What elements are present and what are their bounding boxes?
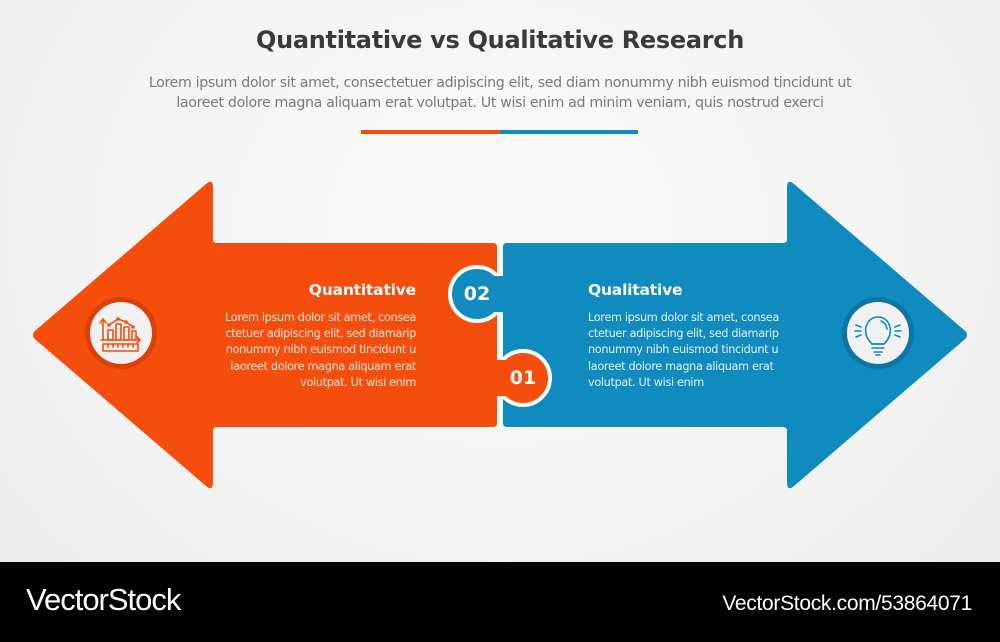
description-line: volutpat. Ut wisi enim [588, 375, 704, 389]
description-line: ctetuer adipiscing elit, sed diamarip [588, 327, 779, 341]
description-line: laoreet dolore magna aliquam erat [588, 359, 774, 373]
badge-02-joint [486, 276, 506, 312]
subtitle-line-2: laoreet dolore magna aliquam erat volutp… [176, 95, 824, 111]
qualitative-description: Lorem ipsum dolor sit amet, consea ctetu… [588, 310, 826, 391]
description-line: Lorem ipsum dolor sit amet, consea [588, 311, 779, 324]
step-number-02: 02 [463, 283, 491, 305]
chart-ruler-icon [85, 297, 157, 369]
badge-01-joint [494, 360, 514, 396]
quantitative-description: Lorem ipsum dolor sit amet, consea ctetu… [178, 310, 416, 391]
vectorstock-logo: VectorStock [26, 582, 181, 617]
step-number-01: 01 [509, 367, 537, 389]
description-line: laoreet dolore magna aliquam erat [230, 359, 416, 373]
subtitle-line-1: Lorem ipsum dolor sit amet, consectetuer… [148, 75, 852, 91]
watermark-bar: VectorStock VectorStock.com/53864071 [0, 562, 1000, 642]
page-subtitle: Lorem ipsum dolor sit amet, consectetuer… [60, 73, 940, 113]
left-arrow-shape [33, 181, 497, 489]
right-arrow-shape [503, 181, 967, 489]
double-arrow-diagram [33, 181, 967, 489]
description-line: Lorem ipsum dolor sit amet, consea [225, 311, 416, 324]
description-line: volutpat. Ut wisi enim [300, 375, 416, 389]
description-line: nonummy nibh euismod tincidunt u [588, 343, 779, 357]
description-line: ctetuer adipiscing elit, sed diamarip [225, 327, 416, 341]
description-line: nonummy nibh euismod tincidunt u [225, 343, 417, 357]
page-title: Quantitative vs Qualitative Research [255, 26, 745, 54]
qualitative-heading: Qualitative [588, 281, 683, 299]
quantitative-heading: Quantitative [308, 281, 416, 299]
divider-blue [500, 130, 638, 134]
divider-orange [361, 130, 500, 134]
image-id-text: VectorStock.com/53864071 [722, 592, 972, 615]
lightbulb-icon [842, 297, 914, 369]
